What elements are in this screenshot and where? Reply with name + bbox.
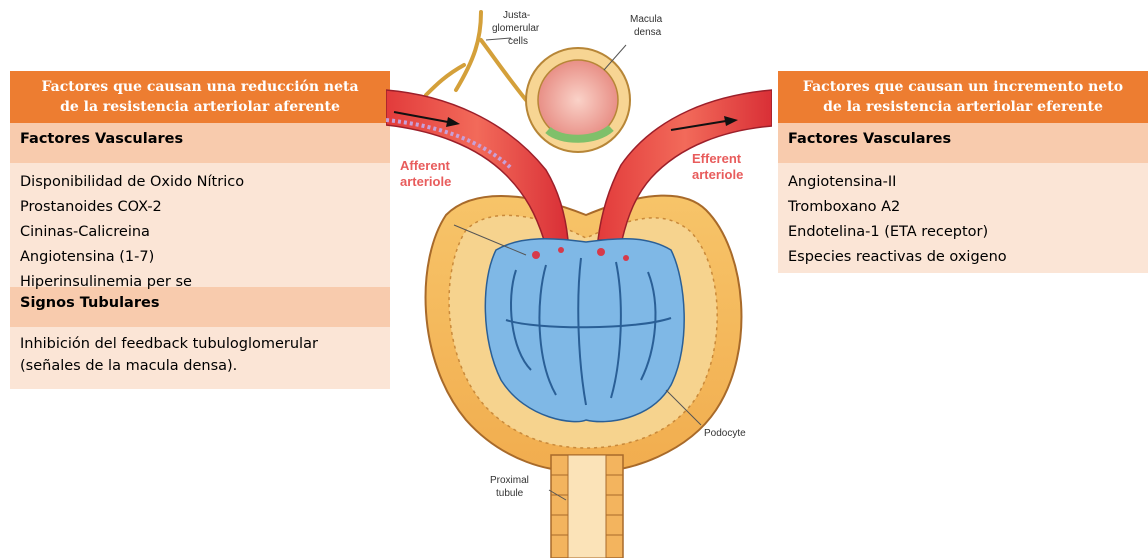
label-efferent: Efferent	[692, 151, 742, 166]
right-section-vascular: Factores Vasculares	[778, 123, 1148, 163]
left-header-line1: Factores que causan una reducción neta	[18, 77, 382, 97]
tubular-line1: Inhibición del feedback tubuloglomerular	[20, 333, 380, 355]
label-afferent: Afferent	[400, 158, 451, 173]
list-item: Cininas-Calicreina	[20, 220, 380, 245]
label-juxta: Justa-	[503, 10, 530, 21]
list-item: Angiotensina-II	[788, 170, 1138, 195]
left-factors-panel: Factores que causan una reducción neta d…	[10, 71, 390, 389]
list-item: Prostanoides COX-2	[20, 195, 380, 220]
left-tubular-text: Inhibición del feedback tubuloglomerular…	[10, 327, 390, 389]
label-macula: Macula	[630, 14, 663, 25]
right-header-line2: de la resistencia arteriolar eferente	[786, 97, 1140, 117]
left-vascular-list: Disponibilidad de Oxido Nítrico Prostano…	[10, 163, 390, 287]
right-factors-panel: Factores que causan un incremento neto d…	[778, 71, 1148, 273]
label-juxta: cells	[508, 36, 528, 47]
label-afferent: arteriole	[400, 174, 451, 189]
right-header-line1: Factores que causan un incremento neto	[786, 77, 1140, 97]
label-macula: densa	[634, 27, 662, 38]
right-panel-header: Factores que causan un incremento neto d…	[778, 71, 1148, 123]
list-item: Endotelina-1 (ETA receptor)	[788, 220, 1138, 245]
label-proximal: Proximal	[490, 475, 529, 486]
left-header-line2: de la resistencia arteriolar aferente	[18, 97, 382, 117]
proximal-tubule	[551, 455, 623, 558]
macula-densa	[526, 48, 630, 152]
label-proximal: tubule	[496, 488, 524, 499]
label-efferent: arteriole	[692, 167, 743, 182]
label-juxta: glomerular	[492, 23, 540, 34]
label-podocyte: Podocyte	[704, 428, 746, 439]
list-item: Tromboxano A2	[788, 195, 1138, 220]
list-item: Especies reactivas de oxigeno	[788, 245, 1138, 270]
tubular-line2: (señales de la macula densa).	[20, 355, 380, 377]
right-vascular-list: Angiotensina-II Tromboxano A2 Endotelina…	[778, 163, 1148, 273]
list-item: Angiotensina (1-7)	[20, 245, 380, 270]
left-section-vascular: Factores Vasculares	[10, 123, 390, 163]
left-panel-header: Factores que causan una reducción neta d…	[10, 71, 390, 123]
glomerulus-illustration: Justa- glomerular cells Macula densa Aff…	[386, 0, 772, 558]
list-item: Disponibilidad de Oxido Nítrico	[20, 170, 380, 195]
